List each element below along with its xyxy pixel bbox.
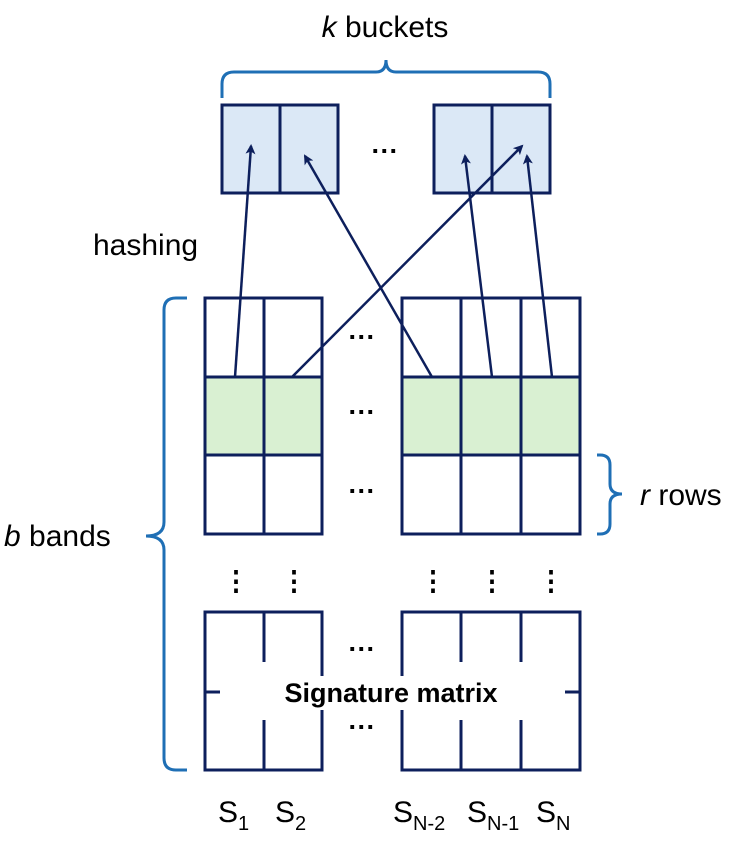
hash-arrow-sn-1 bbox=[461, 154, 494, 378]
col-label-s2: S2 bbox=[275, 796, 306, 835]
hashing-label: hashing bbox=[93, 229, 198, 262]
vdots-col2: ⋮ bbox=[281, 566, 308, 596]
matrix-right-block bbox=[400, 296, 582, 536]
center-label-mask bbox=[255, 676, 527, 710]
b-bands-label: b bands bbox=[4, 520, 111, 553]
bucket-group-left bbox=[220, 103, 340, 195]
row2-ellipsis: ··· bbox=[349, 397, 376, 427]
row3-ellipsis: ··· bbox=[349, 476, 376, 506]
k-buckets-label: k buckets bbox=[322, 11, 449, 44]
row1-ellipsis: ··· bbox=[349, 322, 376, 352]
vdots-col1: ⋮ bbox=[223, 566, 250, 596]
vdots-colN-1: ⋮ bbox=[479, 566, 506, 596]
hash-arrow-sn bbox=[522, 154, 554, 378]
col-label-sn-1: SN-1 bbox=[467, 796, 519, 835]
bottom-ellipsis: ··· bbox=[349, 712, 376, 742]
vdots-colN: ⋮ bbox=[538, 566, 565, 596]
vdots-colN-2: ⋮ bbox=[420, 566, 447, 596]
buckets-ellipsis: ··· bbox=[372, 136, 399, 166]
signature-matrix-label: Signature matrix bbox=[284, 678, 497, 708]
bucket-group-right bbox=[432, 103, 552, 195]
buckets-brace bbox=[220, 59, 552, 98]
top-bottom-ellipsis: ··· bbox=[349, 634, 376, 664]
rows-brace bbox=[597, 453, 623, 536]
col-label-s1: S1 bbox=[218, 796, 249, 835]
r-rows-label: r rows bbox=[640, 479, 722, 512]
bands-brace bbox=[145, 296, 187, 772]
matrix-left-block bbox=[203, 296, 324, 536]
hash-arrow-s2 bbox=[291, 144, 524, 378]
col-label-sn-2: SN-2 bbox=[393, 796, 445, 835]
hash-arrow-sn-2 bbox=[303, 154, 434, 378]
hash-arrow-s1 bbox=[233, 144, 256, 378]
col-label-sn: SN bbox=[536, 796, 570, 835]
